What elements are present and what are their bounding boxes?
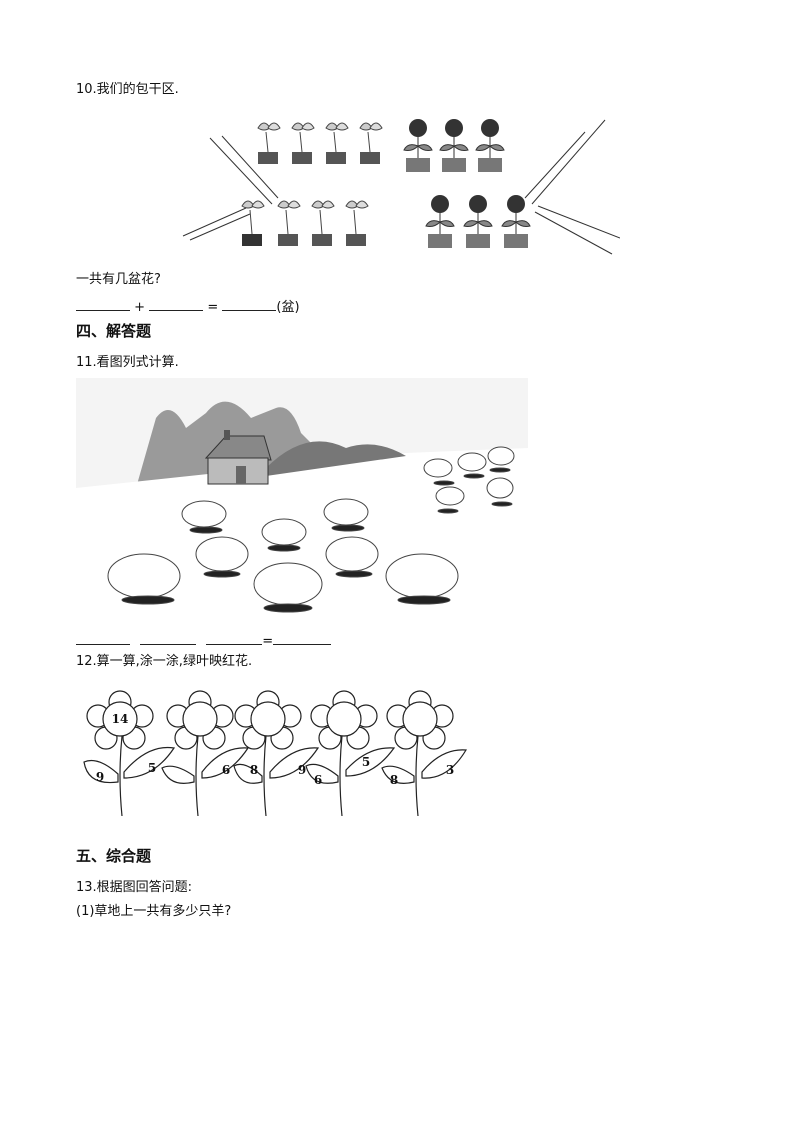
- q11-equation: =: [76, 632, 332, 650]
- house-illustration: [204, 430, 272, 485]
- section-5-heading: 五、综合题: [76, 847, 152, 865]
- flower-5-left-leaf-number: 8: [390, 773, 398, 787]
- flower-1-left-leaf-number: 9: [96, 770, 104, 784]
- flower-5: [381, 690, 468, 817]
- flower-2: [161, 690, 250, 817]
- section-4-heading: 四、解答题: [76, 322, 152, 340]
- flower-1-center-number: 14: [112, 712, 129, 726]
- flower-2-right-leaf-number: 6: [222, 763, 230, 777]
- equals-sign: =: [207, 300, 219, 315]
- answer-blank-2[interactable]: [149, 298, 204, 311]
- q13-title: 13.根据图回答问题:: [76, 880, 193, 895]
- sheep-field-illustration: [76, 378, 528, 622]
- q11-equals-sign: =: [262, 634, 274, 649]
- q10-question: 一共有几盆花?: [76, 272, 161, 287]
- flower-3-left-leaf-number: 8: [250, 763, 258, 777]
- answer-blank-3[interactable]: [222, 298, 277, 311]
- q11-title: 11.看图列式计算.: [76, 355, 179, 370]
- rose-pots-top: [403, 119, 505, 172]
- flower-4-left-leaf-number: 6: [314, 773, 322, 787]
- unit-label: (盆): [276, 300, 300, 315]
- q10-equation: + = (盆): [76, 298, 300, 316]
- flower-1-right-leaf-number: 5: [148, 761, 156, 775]
- flower-area-illustration: [182, 119, 620, 255]
- sheep-group-large: [107, 498, 459, 613]
- tulip-pots-bottom: [241, 200, 369, 246]
- flower-3: [233, 690, 320, 817]
- flower-4: [305, 690, 396, 817]
- rose-pots-bottom: [425, 195, 531, 248]
- answer-blank-1[interactable]: [76, 298, 130, 311]
- q13-sub-question-1: (1)草地上一共有多少只羊?: [76, 904, 232, 919]
- flower-5-right-leaf-number: 3: [446, 763, 454, 777]
- flower-4-right-leaf-number: 5: [362, 755, 370, 769]
- q12-title: 12.算一算,涂一涂,绿叶映红花.: [76, 654, 253, 669]
- q11-blank-2[interactable]: [140, 632, 197, 645]
- q11-blank-1[interactable]: [76, 632, 130, 645]
- plus-sign: +: [134, 300, 146, 315]
- tulip-pots-top: [257, 122, 383, 164]
- flowers-worksheet: 14 9 5 6 8 9 6 5 8 3: [83, 690, 468, 817]
- q11-blank-3[interactable]: [206, 632, 263, 645]
- flower-1: [83, 690, 176, 817]
- q10-title: 10.我们的包干区.: [76, 82, 179, 97]
- sheep-group-small: [423, 446, 515, 514]
- flower-3-right-leaf-number: 9: [298, 763, 306, 777]
- q11-blank-4[interactable]: [273, 632, 332, 645]
